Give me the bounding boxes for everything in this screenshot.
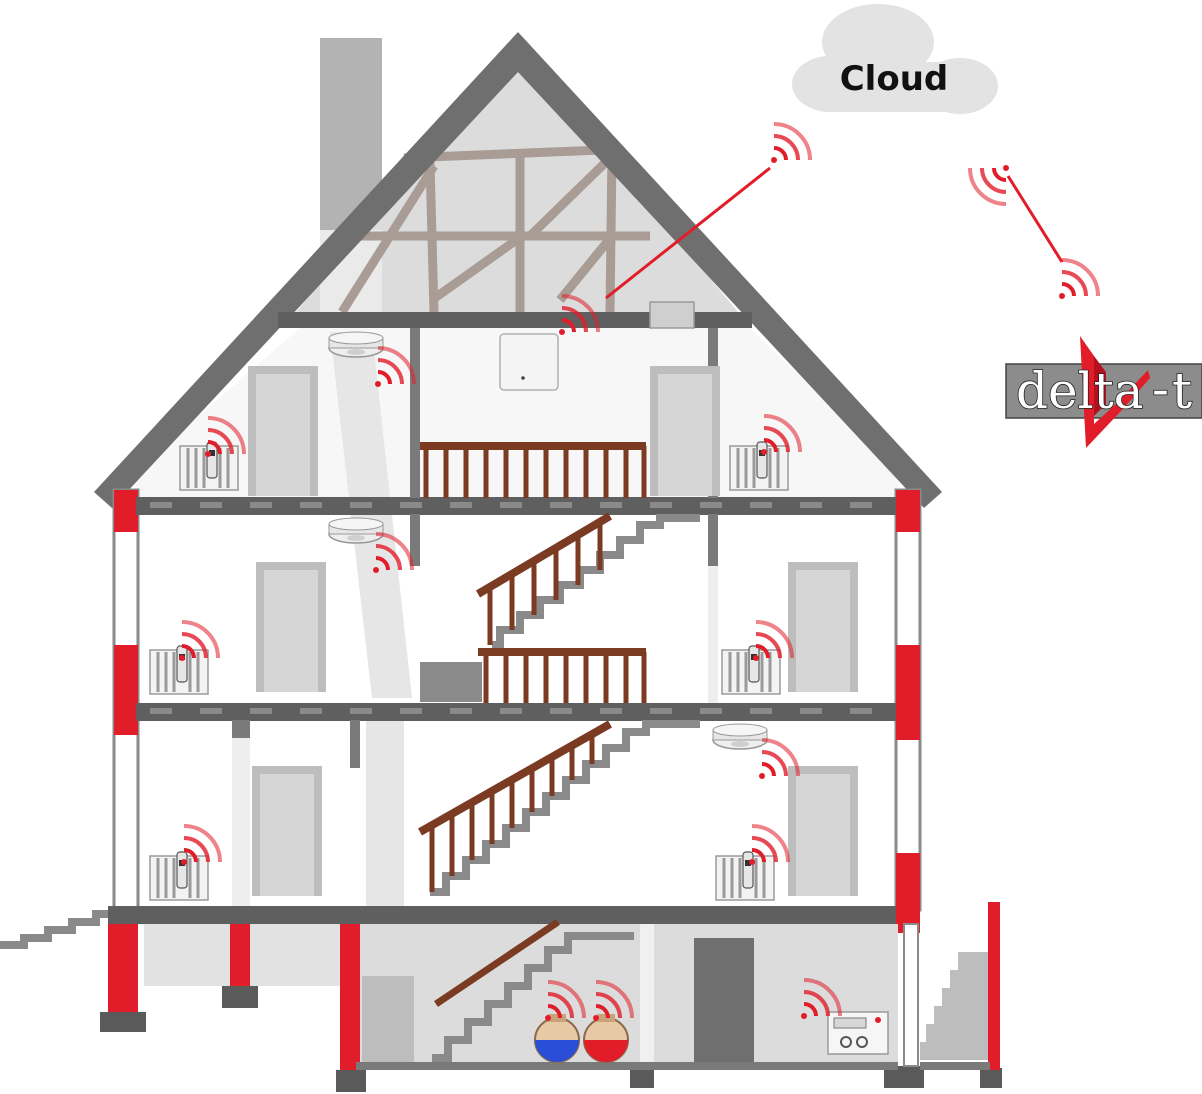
logo-text-left: delta (1016, 362, 1144, 420)
door-ground-left (252, 766, 322, 896)
wireless-signal-icon (769, 122, 812, 165)
devices (148, 331, 889, 1063)
radiator-thermostat-icon (728, 440, 790, 492)
smoke-detector-icon (328, 517, 384, 544)
radiator-thermostat-icon (148, 850, 210, 902)
radiator-thermostat-icon (720, 644, 782, 696)
door-middle-left (256, 562, 326, 692)
logo-text-right: t (1172, 362, 1192, 420)
radiator-thermostat-icon (148, 644, 210, 696)
gateway-cloud-link (605, 166, 771, 300)
outside-stairs-left (0, 910, 108, 949)
railing-middle (475, 512, 647, 703)
door-top-left (248, 366, 318, 496)
attic-timber-frame (338, 145, 650, 315)
stairs-basement (432, 932, 634, 1062)
stairs-middle (430, 720, 700, 896)
door-ground-right (788, 766, 858, 896)
railing-ground (418, 720, 612, 892)
smoke-detector-icon (712, 723, 768, 750)
middle-floor-room (136, 514, 898, 706)
water-meter-icon (534, 1014, 580, 1063)
cloud-icon: Cloud (792, 4, 998, 114)
gateway-icon (499, 333, 559, 391)
attic-floor-beam (278, 312, 752, 328)
cloud-provider-link (1006, 175, 1064, 263)
left-wall (112, 488, 140, 912)
cloud-label: Cloud (840, 59, 949, 99)
wireless-signal-icon (968, 163, 1011, 206)
logo-text-dash: - (1152, 360, 1169, 418)
smoke-detector-icon (328, 331, 384, 358)
heat-meter-icon (827, 1011, 889, 1055)
railing-top (420, 442, 647, 498)
outside-stairs-right (920, 952, 988, 1060)
right-wall (894, 488, 922, 933)
floor-slabs (108, 497, 896, 924)
delta-t-logo: delta - t (1005, 336, 1202, 448)
door-top-right (650, 366, 720, 496)
radiator-thermostat-icon (178, 440, 240, 492)
house (0, 32, 1002, 1092)
wireless-signals (177, 122, 1100, 1023)
wireless-signal-icon (1057, 258, 1100, 301)
door-middle-right (788, 562, 858, 692)
